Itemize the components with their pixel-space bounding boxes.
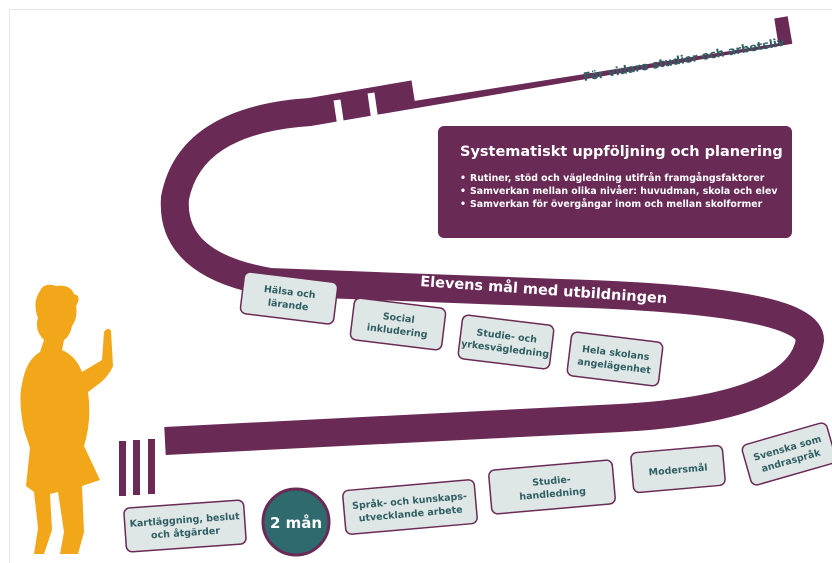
info-bullet: Samverkan mellan olika nivåer: huvudman,…: [460, 185, 778, 198]
box-svenska-som-andrasprak: Svenska som andraspråk: [741, 422, 832, 486]
box-frame: [457, 314, 555, 370]
box-frame: [239, 271, 339, 325]
two-months-circle: [261, 487, 331, 557]
box-line-1: Modersmål: [648, 462, 708, 478]
box-social-inkludering: Social inkludering: [349, 297, 447, 351]
start-stripe-1: [119, 441, 126, 496]
box-frame: [342, 479, 478, 535]
frame-top-border: [10, 9, 832, 10]
two-months-label: 2 mån: [270, 514, 322, 532]
box-studie-och-yrkesvagledning: Studie- och yrkesvägledning: [457, 314, 555, 370]
band-gap-3: [410, 17, 779, 101]
info-bullet: Samverkan för övergångar inom och mellan…: [460, 198, 774, 211]
box-frame: [123, 499, 247, 553]
info-box: Systematiskt uppföljning och planering R…: [438, 126, 792, 238]
box-line-2: lärande: [267, 298, 309, 314]
box-frame: [741, 422, 832, 486]
info-box-title: Systematiskt uppföljning och planering: [460, 144, 783, 160]
start-stripe-2: [133, 440, 140, 495]
info-box-list: Rutiner, stöd och vägledning utifrån fra…: [460, 172, 778, 211]
box-line-2: och åtgärder: [151, 526, 221, 542]
box-kartlaggning: Kartläggning, beslut och åtgärder: [123, 499, 247, 553]
box-halsa-och-larande: Hälsa och lärande: [239, 271, 339, 325]
box-sprak-och-kunskapsutvecklande: Språk- och kunskaps- utvecklande arbete: [342, 479, 478, 535]
box-frame: [566, 331, 664, 387]
frame-left-border: [9, 9, 10, 563]
box-frame: [488, 459, 616, 515]
band-gap-1: [333, 99, 345, 128]
box-modersmal: Modersmål: [630, 444, 726, 494]
box-line-1: Studie-: [532, 474, 571, 488]
box-hela-skolans-angelagenhet: Hela skolans angelägenhet: [566, 331, 664, 387]
box-studiehandledning: Studie- handledning: [488, 459, 616, 515]
box-frame: [630, 444, 726, 494]
student-figure-icon: [20, 284, 113, 554]
box-line-1: Social: [382, 311, 415, 326]
band-gap-2: [367, 92, 379, 122]
box-frame: [349, 297, 447, 351]
info-bullet: Rutiner, stöd och vägledning utifrån fra…: [460, 172, 774, 185]
start-stripe-3: [148, 439, 155, 494]
